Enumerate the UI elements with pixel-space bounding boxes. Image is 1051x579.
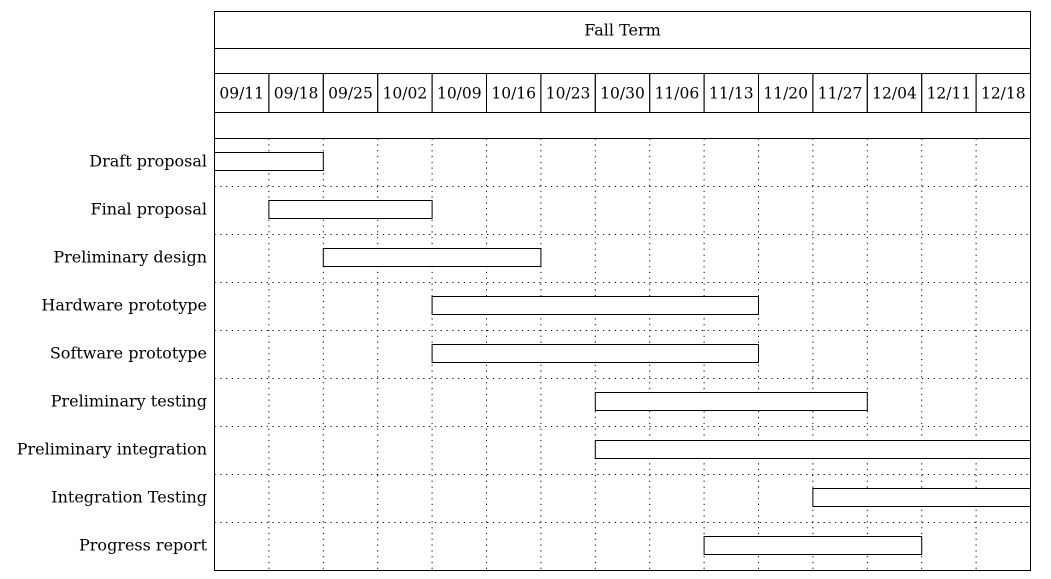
week-label: 10/30	[600, 85, 645, 103]
task-label: Final proposal	[90, 200, 207, 219]
week-header-row: 09/11 09/18 09/25 10/02 10/09 10/16 10/23 10/30…	[214, 73, 1031, 113]
task-label: Preliminary testing	[51, 392, 207, 411]
task-label: Preliminary integration	[17, 440, 207, 459]
task-label: Integration Testing	[51, 488, 207, 507]
task-bars	[214, 152, 1032, 555]
week-label: 11/06	[655, 85, 700, 103]
task-bar	[812, 488, 1032, 507]
chart-title: Fall Term	[584, 21, 661, 40]
task-label: Progress report	[79, 536, 208, 555]
task-label: Preliminary design	[53, 248, 207, 267]
spacer-row	[214, 48, 1031, 74]
week-label: 10/02	[383, 85, 428, 103]
task-bar	[214, 152, 324, 171]
task-bar	[431, 296, 759, 315]
task-bar	[431, 344, 759, 363]
week-label: 09/25	[328, 85, 373, 103]
week-label: 10/09	[437, 85, 482, 103]
task-label: Software prototype	[50, 344, 207, 363]
week-label: 12/18	[981, 85, 1026, 103]
week-label: 11/20	[763, 85, 808, 103]
week-label: 12/11	[927, 85, 972, 103]
task-bar	[703, 536, 923, 555]
task-label: Hardware prototype	[41, 296, 207, 315]
week-label: 11/13	[709, 85, 754, 103]
week-label: 09/18	[274, 85, 319, 103]
task-label: Draft proposal	[89, 152, 207, 171]
week-label: 09/11	[219, 85, 264, 103]
task-bar	[268, 200, 433, 219]
week-label: 10/16	[491, 85, 536, 103]
week-label: 11/27	[818, 85, 863, 103]
task-bar	[322, 248, 542, 267]
plot-frame	[214, 112, 1031, 571]
week-label: 12/04	[872, 85, 917, 103]
header-gap-row	[214, 112, 1031, 139]
task-bar	[594, 392, 868, 411]
task-bar	[594, 440, 1031, 459]
week-label: 10/23	[546, 85, 591, 103]
